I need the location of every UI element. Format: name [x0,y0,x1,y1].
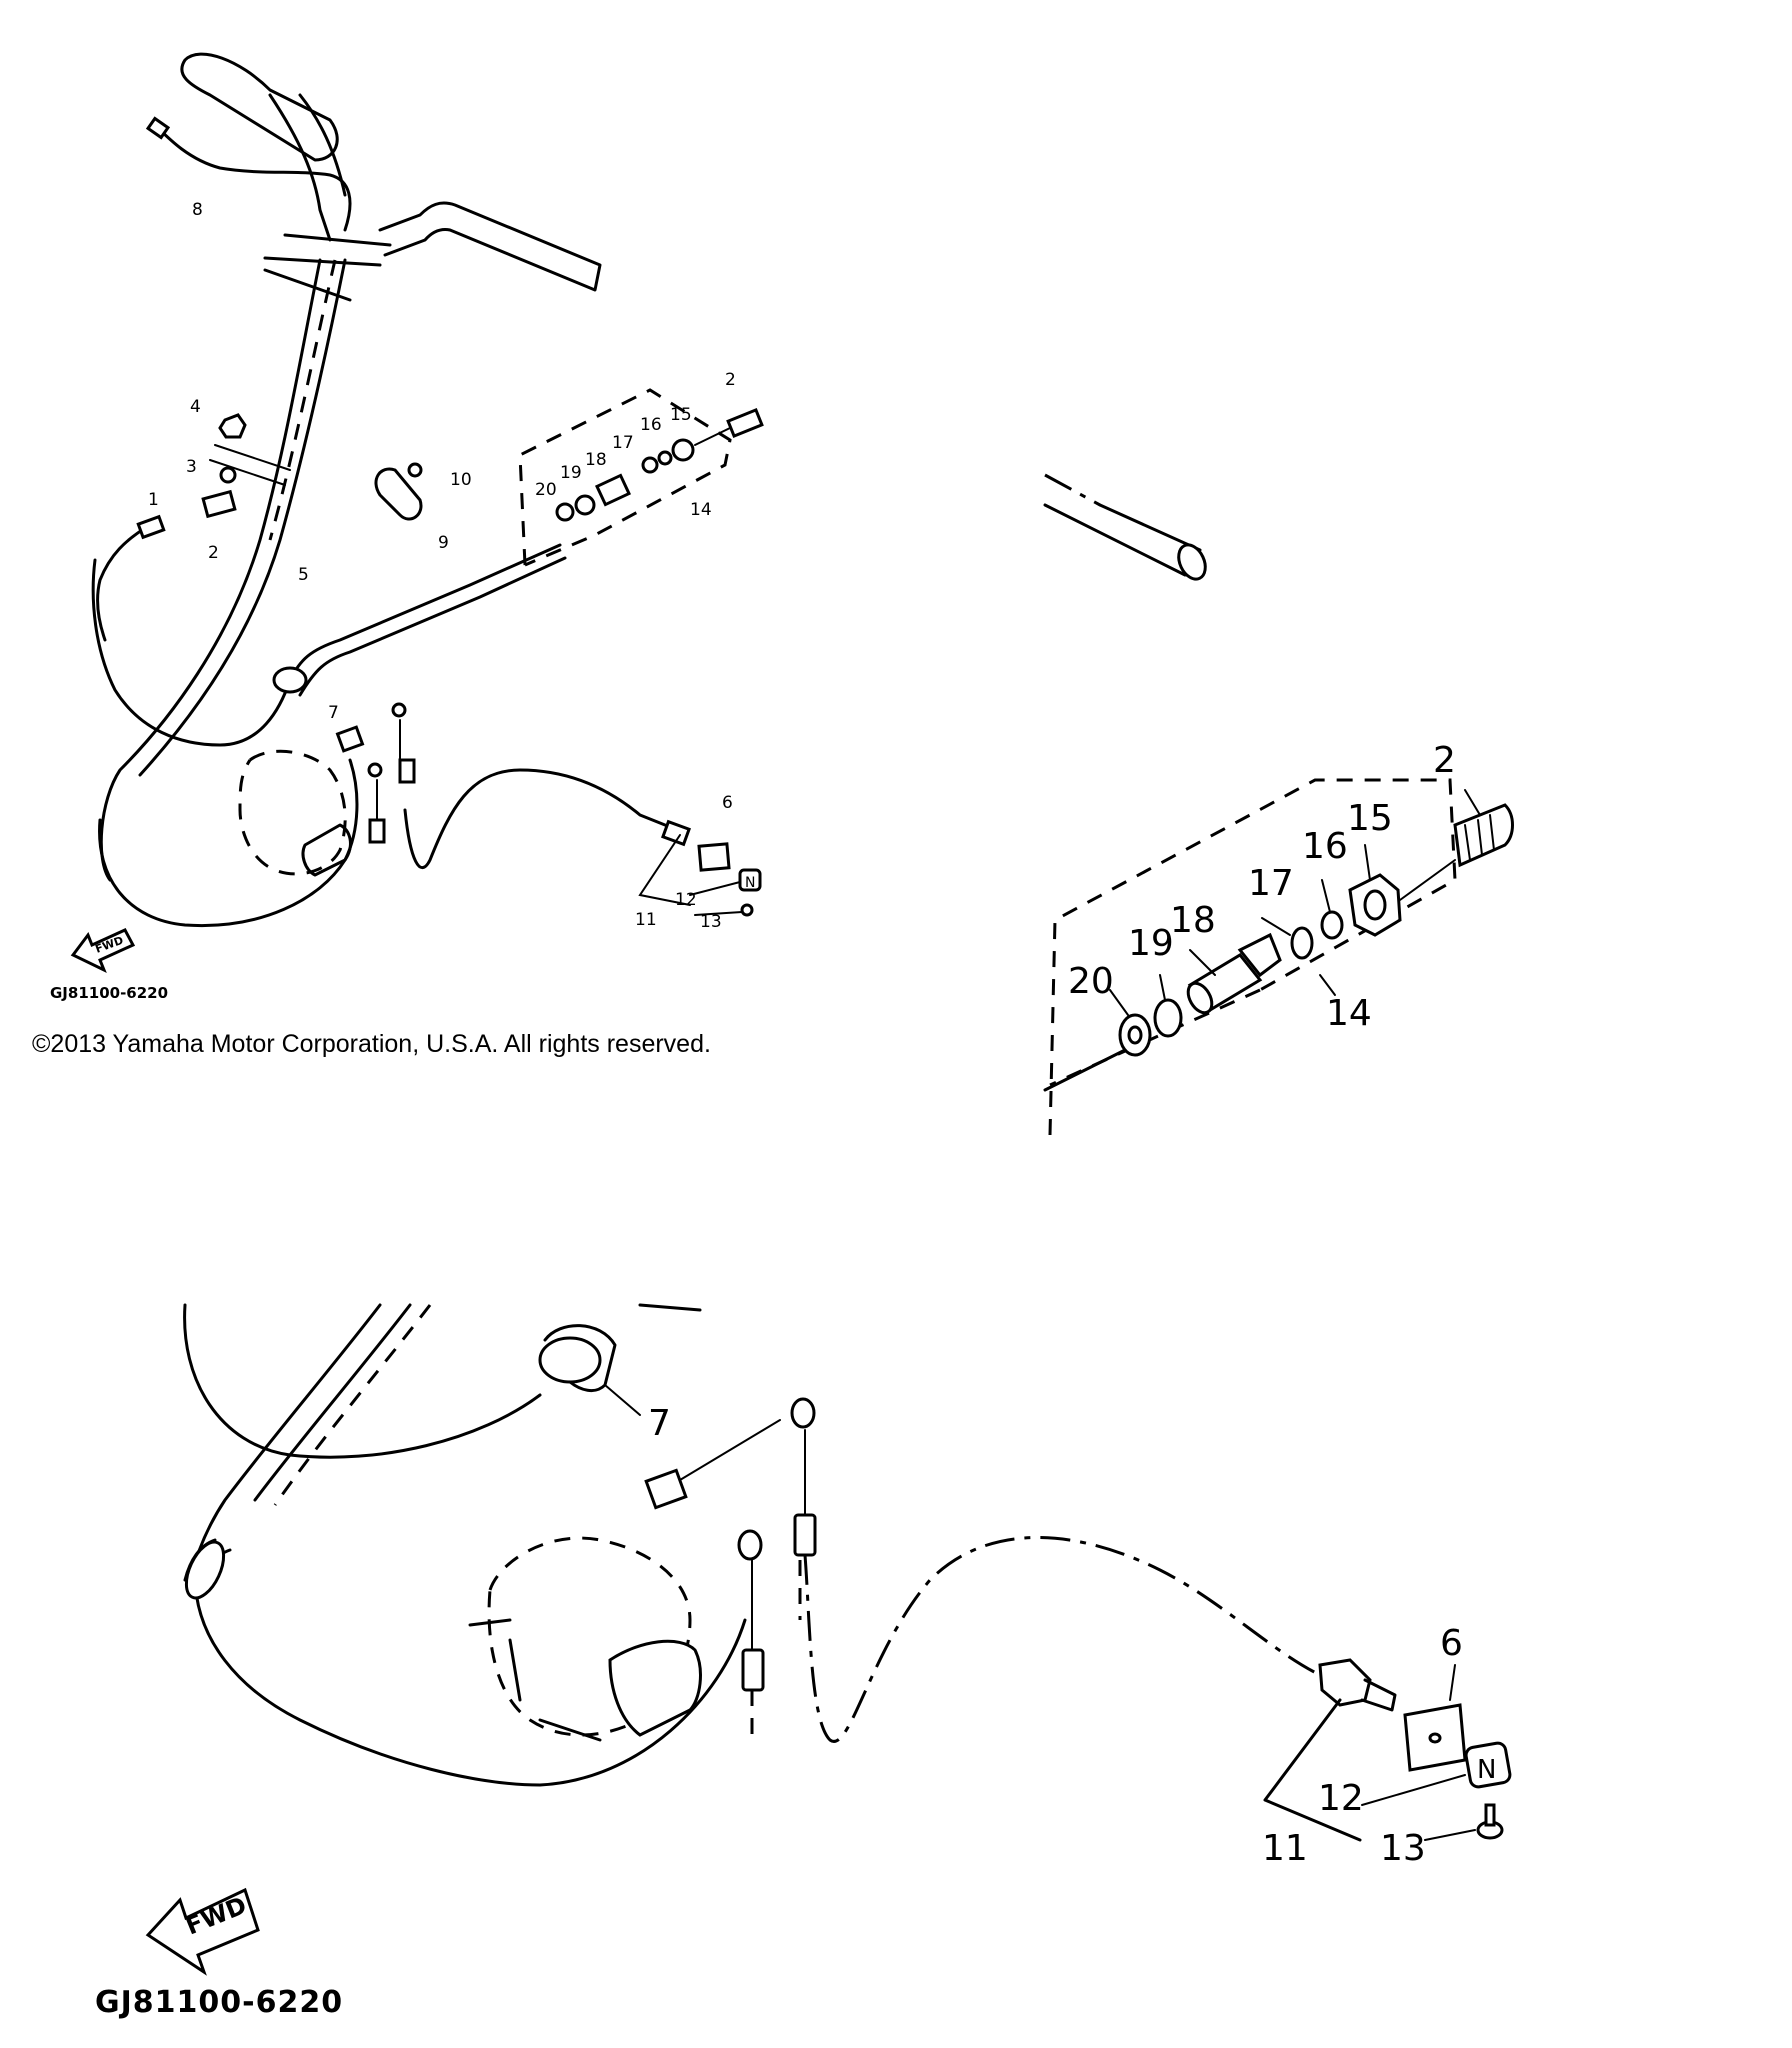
fwd-arrow-large: FWD [145,1887,260,1976]
adjuster-2 [201,489,237,519]
nut-3 [219,466,237,484]
label-16-large: 16 [1302,826,1348,867]
label-6: 6 [722,793,733,813]
cable-to-switch [403,768,667,869]
label-16: 16 [640,415,662,435]
label-17: 17 [612,433,634,453]
label-13: 13 [700,912,722,932]
clamp-9 [374,467,423,521]
label-20: 20 [535,480,557,500]
label-11-large: 11 [1262,1828,1308,1869]
label-20-large: 20 [1068,961,1114,1002]
label-9: 9 [438,533,449,553]
label-5: 5 [298,565,309,585]
svg-text:N: N [745,875,755,891]
label-10: 10 [450,470,472,490]
plate-6 [697,842,731,872]
washer-16 [1320,910,1344,940]
label-18-large: 18 [1170,900,1216,941]
detail-box-14 [518,388,732,567]
label-6-large: 6 [1440,1623,1463,1664]
nut-4 [218,413,247,439]
switch-11 [661,819,691,847]
handlebar-right [378,201,602,292]
carburetor [238,749,347,876]
label-12-large: 12 [1318,1778,1364,1819]
label-15-large: 15 [1347,798,1393,839]
label-2a: 2 [208,543,219,563]
label-15: 15 [670,405,692,425]
steering-cable-5 [99,258,322,882]
cable-bundle [188,1303,382,1582]
detail-top: 20 19 18 17 16 15 2 14 [1043,473,1514,1136]
label-12: 12 [675,890,697,910]
label-14: 14 [690,500,712,520]
loop-cable [98,758,359,928]
label-17-large: 17 [1248,863,1294,904]
label-4: 4 [190,397,201,417]
detail-box-14-large [1048,778,1457,1136]
label-2b: 2 [725,370,736,390]
copyright-notice: ©2013 Yamaha Motor Corporation, U.S.A. A… [32,1030,711,1058]
switch-letter: N [1477,1755,1496,1785]
throttle-cable-8 [153,123,352,232]
cap-12-large [1464,1741,1512,1789]
label-8: 8 [192,200,203,220]
diagram-code-large: GJ81100-6220 [95,1985,343,2020]
washer-19 [1153,998,1183,1038]
cable-segment [1044,473,1101,507]
label-3: 3 [186,457,197,477]
screw-10 [407,462,423,478]
adjuster-2-large [1453,803,1514,868]
label-2-large: 2 [1433,740,1456,781]
handlebar [180,52,339,162]
clamp-7-large [538,1336,602,1384]
cable-to-switch-large [803,1536,1321,1743]
cap-12 [738,868,762,892]
label-7: 7 [328,703,339,723]
label-18: 18 [585,450,607,470]
label-1: 1 [148,490,159,510]
label-11: 11 [635,910,657,930]
cable-1 [96,523,152,642]
screw-13 [740,903,754,917]
detail-bottom: N FWD 7 6 12 11 13 GJ81100-6220 [95,1303,1512,2020]
label-14-large: 14 [1326,993,1372,1034]
oring-17 [1290,926,1314,960]
diagram-code-overview: GJ81100-6220 [50,984,168,1002]
overview-diagram: N FWD 8 4 3 1 2 5 10 9 2 15 16 17 18 19 … [50,52,764,1002]
label-13-large: 13 [1380,1828,1426,1869]
label-7-large: 7 [648,1403,671,1444]
label-19-large: 19 [1128,923,1174,964]
label-19: 19 [560,463,582,483]
switch-11-large [1318,1658,1372,1707]
fwd-arrow-overview: FWD [70,928,136,974]
clamp-7 [272,666,308,694]
adjuster-2-top [726,408,764,438]
